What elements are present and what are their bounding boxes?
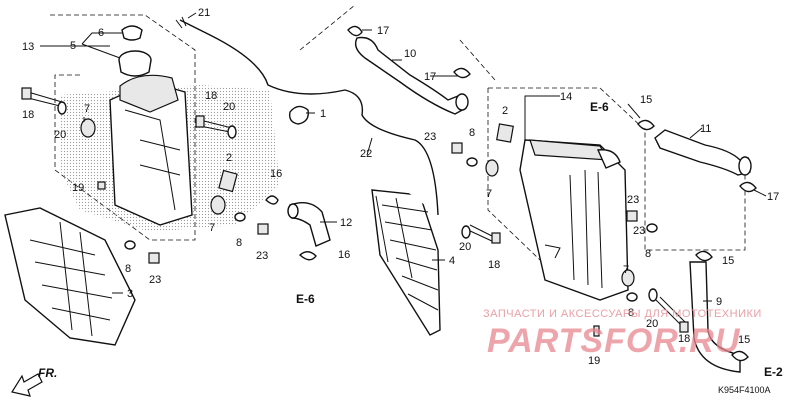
callout-5: 5 [70,40,76,52]
callout-18b: 18 [205,90,217,102]
callout-20b: 20 [223,101,235,113]
left-shroud [4,207,136,346]
callout-8c: 8 [469,127,475,139]
breather-tube [179,19,439,216]
direction-label: FR. [38,366,57,380]
callout-17c: 17 [767,191,779,203]
callout-8d: 8 [645,248,651,260]
callout-11: 11 [700,123,711,135]
reference-e2: E-2 [764,365,783,379]
callout-7b: 7 [209,222,215,234]
callout-19a: 19 [72,182,84,194]
callout-15c: 15 [738,334,750,346]
diagram-code: K954F4100A [718,385,771,395]
callout-7d: 7 [623,264,629,276]
callout-3: 3 [127,288,133,300]
reference-e6-bottom: E-6 [296,292,315,306]
callout-8b: 8 [236,237,242,249]
hose-11 [654,129,751,176]
callout-21: 21 [198,7,210,19]
callout-1: 1 [320,108,326,120]
hose-frame-10 [299,4,496,81]
callout-labels: 1 2 2 3 4 5 6 7 7 7 7 8 8 8 8 8 9 10 11 … [22,7,779,367]
callout-20a: 20 [54,129,66,141]
callout-20c: 20 [459,241,471,253]
callout-8e: 8 [628,307,634,319]
reserve-tank [109,25,238,226]
callout-17b: 17 [424,71,436,83]
cap-seal [121,25,143,41]
callout-7c: 7 [486,188,492,200]
callout-2a: 2 [226,152,232,164]
callout-19b: 19 [588,355,600,367]
callout-13: 13 [22,41,34,53]
watermark-logo: PARTSFOR.RU [487,322,741,360]
callout-23d: 23 [627,194,639,206]
callout-15b: 15 [722,255,734,267]
callout-15a: 15 [640,94,652,106]
callout-18c: 18 [488,259,500,271]
callout-9: 9 [716,296,722,308]
radiator-assembly [519,139,629,301]
callout-23e: 23 [633,225,645,237]
reference-e6-top: E-6 [590,100,609,114]
callout-10: 10 [404,48,416,60]
callout-18d: 18 [678,333,690,345]
radiator-core [371,189,441,336]
callout-14: 14 [560,91,572,103]
callout-8a: 8 [125,263,131,275]
callout-22: 22 [360,148,372,160]
callout-20d: 20 [646,318,658,330]
watermark-text: ЗАПЧАСТИ И АКСЕССУАРЫ ДЛЯ МОТОТЕХНИКИ [483,308,762,320]
assembly-frame-14 [487,87,746,261]
callout-17a: 17 [377,25,389,37]
callout-7a: 7 [84,103,90,115]
callout-12: 12 [340,217,352,229]
callout-16a: 16 [270,168,282,180]
callout-2b: 2 [502,105,508,117]
callout-18a: 18 [22,109,34,121]
front-direction-arrow: FR. [11,366,57,397]
hose-12 [289,202,331,247]
callout-23b: 23 [256,250,268,262]
hardware [21,25,757,362]
callout-23c: 23 [424,131,436,143]
callout-16b: 16 [338,249,350,261]
callout-6: 6 [98,27,104,39]
leader-lines [40,12,767,302]
callout-23a: 23 [149,274,161,286]
hose-9 [689,261,741,373]
assembly-frame-13 [50,14,196,241]
callout-4: 4 [449,255,455,267]
